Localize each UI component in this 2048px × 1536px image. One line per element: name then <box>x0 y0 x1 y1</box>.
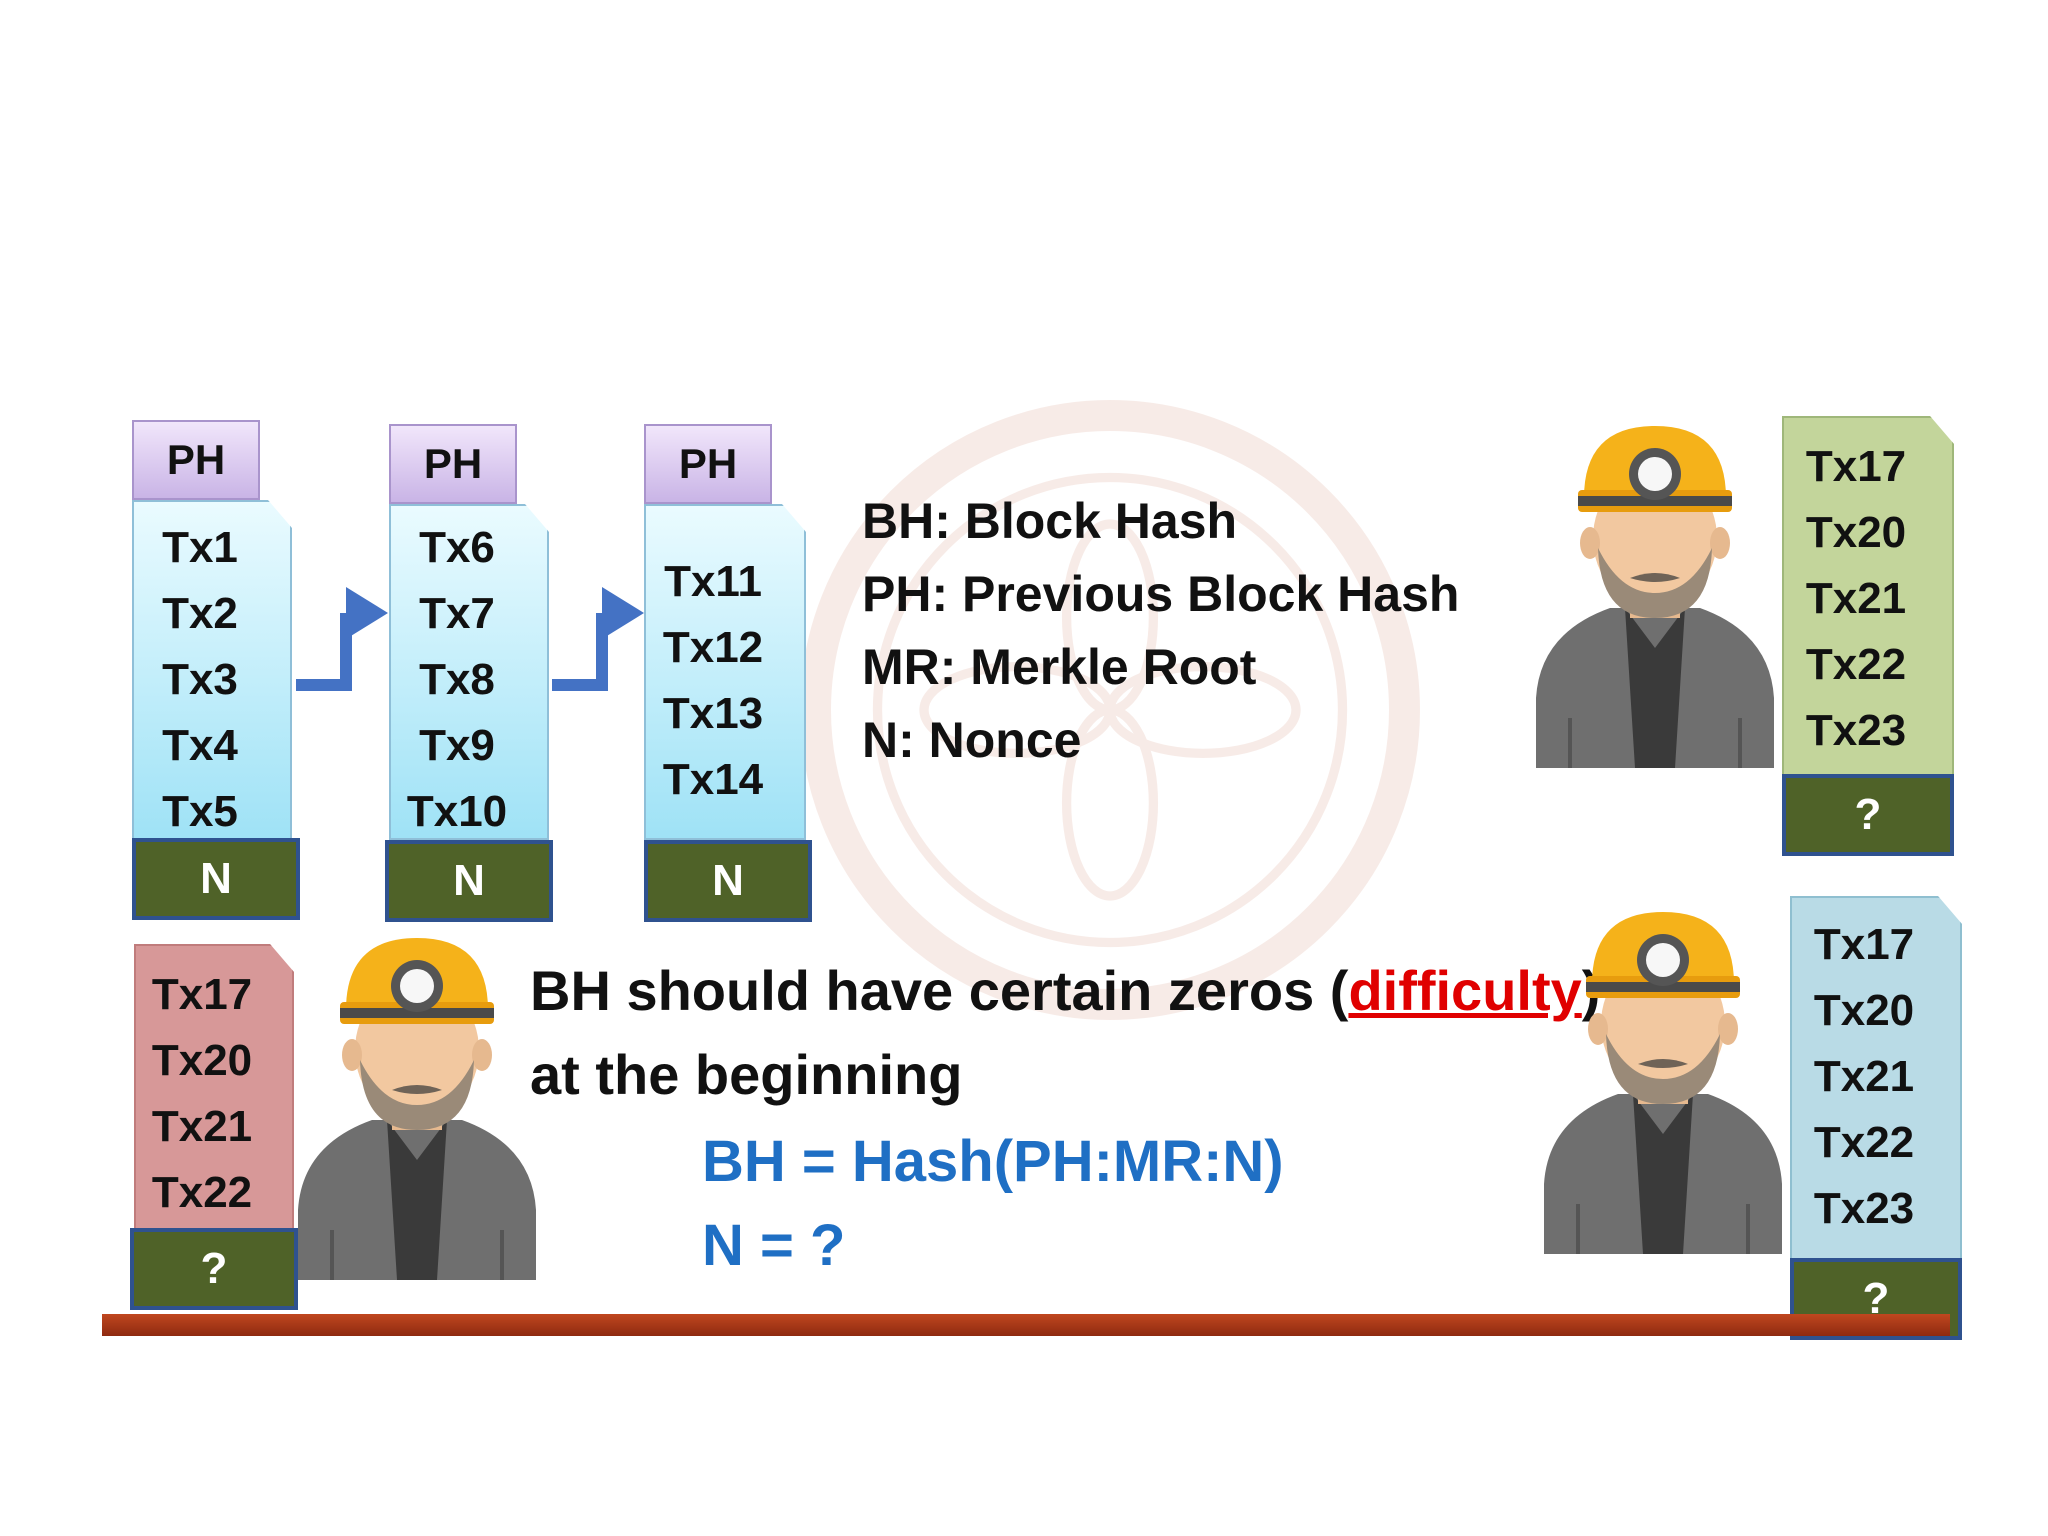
tx-item: Tx20 <box>1805 508 1907 557</box>
tx-item: Tx1 <box>162 523 238 572</box>
candidate-block-red: Tx17 Tx20 Tx21 Tx22 <box>134 944 294 1234</box>
miner-icon <box>1544 912 1782 1254</box>
candidate-block-blue: Tx17 Tx20 Tx21 Tx22 Tx23 <box>1790 896 1962 1260</box>
miner-icon <box>298 938 536 1280</box>
tx-item: Tx8 <box>419 655 495 704</box>
tx-item: Tx10 <box>406 787 508 836</box>
difficulty-statement-line2: at the beginning <box>530 1043 963 1106</box>
tx-item: Tx20 <box>1813 986 1915 1035</box>
hash-formula: BH = Hash(PH:MR:N) <box>702 1129 1284 1194</box>
nonce-question: N = ? <box>702 1213 846 1278</box>
chain-arrow-icon <box>552 587 644 691</box>
difficulty-statement: BH should have certain zeros (difficulty… <box>530 958 1600 1023</box>
legend-bh: BH: Block Hash <box>862 493 1238 549</box>
block-2-transactions: Tx6 Tx7 Tx8 Tx9 Tx10 <box>389 504 549 840</box>
tx-item: Tx3 <box>162 655 238 704</box>
bottom-divider-bar <box>102 1314 1950 1336</box>
tx-item: Tx17 <box>1805 442 1907 491</box>
legend-mr: MR: Merkle Root <box>862 639 1257 695</box>
legend-n: N: Nonce <box>862 712 1082 768</box>
tx-item: Tx17 <box>151 970 253 1019</box>
block-2-ph-header: PH <box>389 424 517 504</box>
tx-item: Tx6 <box>419 523 495 572</box>
watermark-logo <box>800 400 1420 1020</box>
candidate-green-nonce: ? <box>1782 774 1954 856</box>
block-3-transactions: Tx11 Tx12 Tx13 Tx14 <box>644 504 806 840</box>
tx-item: Tx5 <box>162 787 238 836</box>
block-2-nonce: N <box>385 840 553 922</box>
tx-item: Tx21 <box>151 1102 253 1151</box>
tx-item: Tx14 <box>662 755 764 804</box>
tx-item: Tx9 <box>419 721 495 770</box>
tx-item: Tx2 <box>162 589 238 638</box>
candidate-block-green: Tx17 Tx20 Tx21 Tx22 Tx23 <box>1782 416 1954 776</box>
tx-item: Tx13 <box>662 689 764 738</box>
block-3-ph-header: PH <box>644 424 772 504</box>
tx-item: Tx7 <box>419 589 495 638</box>
miner-icon <box>1536 426 1774 768</box>
block-1-ph-header: PH <box>132 420 260 500</box>
tx-item: Tx23 <box>1805 706 1907 755</box>
block-1-nonce: N <box>132 838 300 920</box>
tx-item: Tx22 <box>151 1168 253 1217</box>
tx-item: Tx23 <box>1813 1184 1915 1233</box>
tx-item: Tx21 <box>1805 574 1907 623</box>
tx-item: Tx22 <box>1805 640 1907 689</box>
difficulty-highlight: difficulty <box>1348 959 1582 1022</box>
tx-item: Tx11 <box>664 557 762 606</box>
block-3-nonce: N <box>644 840 812 922</box>
tx-item: Tx22 <box>1813 1118 1915 1167</box>
tx-item: Tx12 <box>662 623 764 672</box>
candidate-red-nonce: ? <box>130 1228 298 1310</box>
block-1-transactions: Tx1 Tx2 Tx3 Tx4 Tx5 <box>132 500 292 840</box>
chain-arrow-icon <box>296 587 388 691</box>
statement-part1: BH should have certain zeros ( <box>530 959 1349 1022</box>
tx-item: Tx17 <box>1813 920 1915 969</box>
tx-item: Tx4 <box>162 721 238 770</box>
legend-ph: PH: Previous Block Hash <box>862 566 1460 622</box>
tx-item: Tx21 <box>1813 1052 1915 1101</box>
tx-item: Tx20 <box>151 1036 253 1085</box>
